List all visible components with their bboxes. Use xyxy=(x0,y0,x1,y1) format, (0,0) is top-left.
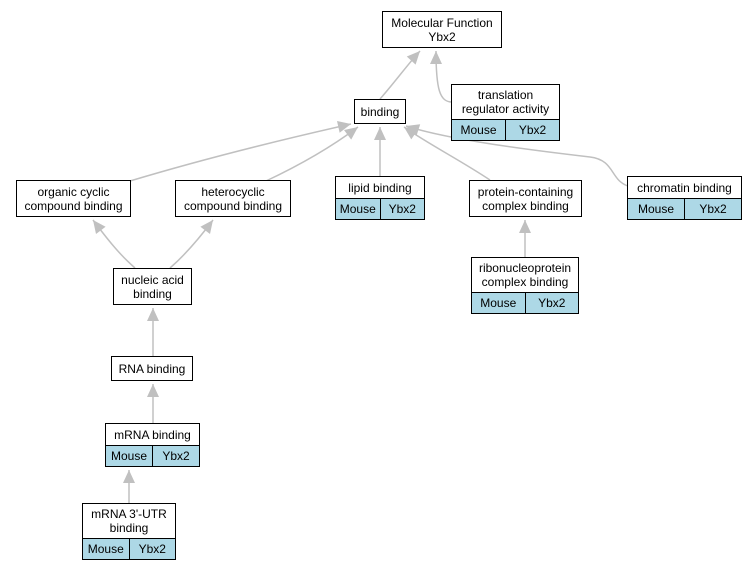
edge-arrowhead xyxy=(430,51,442,64)
edge-het-to-bin xyxy=(265,126,359,182)
edge-rnp-to-pcb xyxy=(519,220,531,257)
edge-rna-to-nab xyxy=(147,308,159,356)
edge-arrowhead xyxy=(374,127,386,140)
node-protein-containing-complex-binding[interactable]: protein-containing complex binding xyxy=(469,180,582,217)
node-label: organic cyclic compound binding xyxy=(24,184,123,213)
edge-nab-to-het xyxy=(169,219,214,269)
node-label: lipid binding xyxy=(348,180,412,195)
node-label: nucleic acid binding xyxy=(121,272,184,301)
node-binding[interactable]: binding xyxy=(354,99,406,124)
edge-arrowhead xyxy=(200,220,213,234)
node-mrna-binding[interactable]: mRNA binding Mouse Ybx2 xyxy=(105,423,200,467)
node-label: translation regulator activity xyxy=(461,88,550,116)
node-label: protein-containing complex binding xyxy=(477,184,574,213)
edge-mrna-to-rna xyxy=(147,384,159,423)
edge-utr-to-mrna xyxy=(123,470,135,503)
node-label: RNA binding xyxy=(118,361,186,376)
node-label: Molecular Function Ybx2 xyxy=(391,15,493,44)
organism-cell: Mouse xyxy=(480,296,517,310)
edge-arrowhead xyxy=(406,51,420,65)
node-nucleic-acid-binding[interactable]: nucleic acid binding xyxy=(113,268,192,305)
edge-arrowhead xyxy=(406,124,421,136)
organism-cell: Mouse xyxy=(339,202,376,216)
organism-cell: Mouse xyxy=(110,449,148,463)
edge-arrowhead xyxy=(147,384,159,397)
edge-nab-to-occ xyxy=(92,219,136,269)
node-organic-cyclic-compound-binding[interactable]: organic cyclic compound binding xyxy=(16,180,131,217)
edge-bin-to-mf xyxy=(379,50,421,100)
edge-arrowhead xyxy=(93,220,106,234)
edge-tra-to-mf xyxy=(430,50,453,103)
edge-chr-to-bin xyxy=(405,124,629,187)
gene-cell: Ybx2 xyxy=(152,446,199,466)
gene-cell: Ybx2 xyxy=(128,539,176,559)
organism-cell: Mouse xyxy=(460,123,497,137)
edge-line xyxy=(129,123,352,182)
edge-arrowhead xyxy=(123,470,135,483)
node-rna-binding[interactable]: RNA binding xyxy=(111,356,193,381)
node-mrna-3utr-binding[interactable]: mRNA 3'-UTR binding Mouse Ybx2 xyxy=(82,503,176,560)
node-lipid-binding[interactable]: lipid binding Mouse Ybx2 xyxy=(335,176,425,220)
edge-line xyxy=(405,125,629,187)
edge-arrowhead xyxy=(519,220,531,233)
node-label: chromatin binding xyxy=(637,180,732,195)
edge-arrowhead xyxy=(344,127,358,140)
edge-arrowhead xyxy=(336,121,351,133)
edge-line xyxy=(265,126,359,182)
gene-cell: Ybx2 xyxy=(505,120,559,140)
node-heterocyclic-compound-binding[interactable]: heterocyclic compound binding xyxy=(175,180,291,217)
node-chromatin-binding[interactable]: chromatin binding Mouse Ybx2 xyxy=(627,176,742,220)
gene-cell: Ybx2 xyxy=(524,293,579,313)
node-label: ribonucleoprotein complex binding xyxy=(478,261,572,289)
edge-lip-to-bin xyxy=(374,127,386,176)
gene-cell: Ybx2 xyxy=(379,199,425,219)
edge-occ-to-bin xyxy=(129,121,352,182)
edge-arrowhead xyxy=(147,308,159,321)
node-translation-regulator-activity[interactable]: translation regulator activity Mouse Ybx… xyxy=(451,84,560,141)
node-ribonucleoprotein-complex-binding[interactable]: ribonucleoprotein complex binding Mouse … xyxy=(471,257,579,314)
organism-cell: Mouse xyxy=(87,542,124,556)
node-label: mRNA 3'-UTR binding xyxy=(91,507,167,535)
node-label: heterocyclic compound binding xyxy=(183,184,283,213)
gene-cell: Ybx2 xyxy=(684,199,741,219)
organism-cell: Mouse xyxy=(637,202,675,216)
node-label: mRNA binding xyxy=(114,427,191,442)
node-label: binding xyxy=(360,104,400,119)
node-molecular-function[interactable]: Molecular Function Ybx2 xyxy=(382,11,502,48)
